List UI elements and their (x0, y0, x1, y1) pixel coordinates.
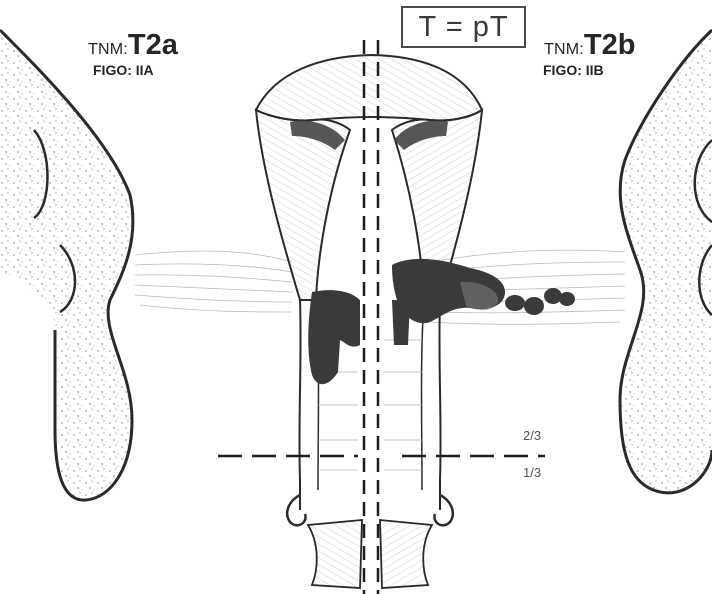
right-tnm-label: TNM:T2b (544, 31, 635, 60)
right-pelvic-bone (620, 30, 712, 493)
right-tnm-stage: T2b (584, 29, 636, 61)
uterus-left-half (256, 110, 350, 300)
vaginal-introitus (287, 495, 453, 588)
left-tnm-stage: T2a (128, 29, 178, 61)
right-figo-label: FIGO: IIB (543, 63, 604, 77)
tumor-t2b (392, 259, 575, 345)
uterine-fundus (256, 55, 482, 121)
left-figo-label: FIGO: IIA (93, 63, 154, 77)
t-equals-pt-text: T = pT (418, 11, 508, 44)
left-tnm-prefix: TNM: (88, 41, 128, 58)
t-equals-pt-box: T = pT (401, 6, 526, 48)
left-tnm-label: TNM:T2a (88, 31, 178, 60)
parametrium-fibers (135, 250, 625, 324)
right-tnm-prefix: TNM: (544, 41, 584, 58)
left-pelvic-bone (0, 30, 133, 500)
lower-one-third-label: 1/3 (523, 465, 541, 480)
upper-two-thirds-label: 2/3 (523, 428, 541, 443)
midline-dashes (364, 40, 378, 594)
tumor-t2a (308, 290, 360, 384)
